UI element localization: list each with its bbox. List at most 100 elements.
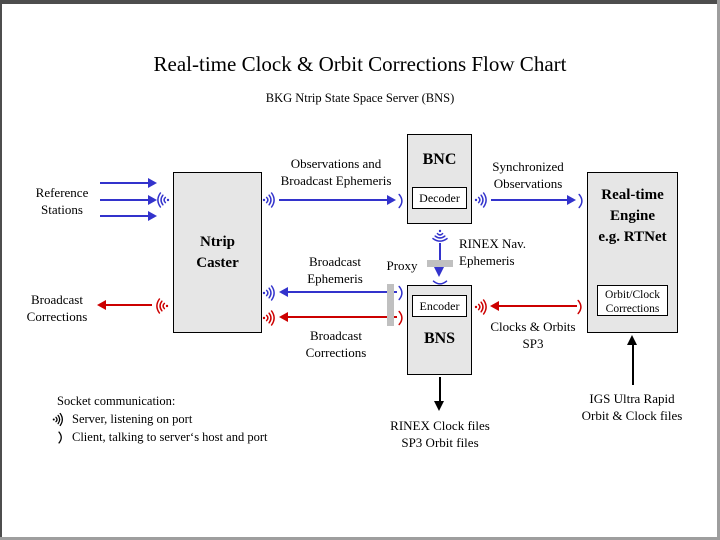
socket-client-icon [398, 285, 403, 301]
node-encoder: Encoder [412, 295, 467, 317]
arrow-line-bcast-out [106, 304, 152, 306]
socket-client-icon [398, 193, 403, 209]
arrowhead-bcast-eph [279, 287, 288, 297]
legend-title: Socket communication: [57, 394, 176, 408]
arrow-line-ref2 [100, 199, 148, 201]
legend-client-text: Client, talking to server‘s host and por… [72, 430, 268, 444]
label-line: Broadcast Ephemeris [280, 173, 392, 188]
label-clocks-orbits-sp3: Clocks & Orbits SP3 [483, 318, 583, 352]
arrowhead-bcast-out [97, 300, 106, 310]
label-line: Reference [35, 185, 89, 200]
label-line: SP3 [522, 336, 544, 351]
label-line: Clocks & Orbits [490, 319, 576, 334]
ntrip-caster-line2: Caster [196, 254, 239, 271]
label-line: SP3 Orbit files [401, 435, 479, 450]
arrow-line-ref1 [100, 182, 148, 184]
arrowhead-bcast-corr [279, 312, 288, 322]
node-orbit-clock-corrections: Orbit/Clock Corrections [597, 285, 668, 316]
label-proxy: Proxy [386, 258, 418, 273]
socket-server-icon [52, 412, 63, 427]
arrow-line-ref3 [100, 215, 148, 217]
legend-server-text: Server, listening on port [72, 412, 193, 426]
engine-line1: Real-time [601, 187, 664, 203]
socket-server-icon [474, 192, 487, 208]
label-broadcast-corrections-mid: Broadcast Corrections [286, 327, 386, 361]
frame-left-border [0, 0, 2, 540]
arrow-line-bcast-eph [288, 291, 397, 293]
frame-top-border [0, 0, 720, 4]
node-realtime-engine: Real-time Engine e.g. RTNet Orbit/Clock … [587, 172, 678, 333]
orbit-clock-line1: Orbit/Clock [605, 289, 660, 301]
ntrip-caster-line1: Ntrip [199, 233, 235, 250]
label-rinex-nav-ephemeris: RINEX Nav. Ephemeris [459, 235, 539, 269]
node-bnc: BNC Decoder [407, 134, 472, 224]
socket-client-icon [578, 193, 583, 209]
arrowhead-ref1 [148, 178, 157, 188]
socket-client-icon [398, 310, 403, 326]
label-line: RINEX Clock files [390, 418, 490, 433]
arrow-line-clocks-orbits [499, 305, 577, 307]
arrowhead-observations [387, 195, 396, 205]
label-rinex-clock-files: RINEX Clock files SP3 Orbit files [375, 417, 505, 451]
label-line: Stations [41, 202, 83, 217]
label-line: Observations [493, 176, 563, 191]
frame-right-border [717, 0, 720, 540]
label-broadcast-corrections-out: Broadcast Corrections [11, 291, 103, 325]
arrowhead-ref2 [148, 195, 157, 205]
arrow-line-sync-obs [491, 199, 567, 201]
node-ntrip-caster: Ntrip Caster [173, 172, 262, 333]
socket-server-icon [262, 310, 275, 326]
orbit-clock-line2: Corrections [605, 303, 660, 315]
proxy-bar-horizontal [427, 260, 453, 267]
bnc-title: BNC [422, 151, 457, 168]
label-synchronized-observations: Synchronized Observations [478, 158, 578, 192]
arrowhead-ref3 [148, 211, 157, 221]
socket-server-icon [262, 192, 275, 208]
label-line: Corrections [26, 309, 88, 324]
arrowhead-bns-files [434, 401, 444, 411]
frame-bottom-border [0, 537, 720, 540]
bns-title: BNS [423, 330, 456, 347]
decoder-label: Decoder [419, 191, 460, 205]
socket-server-icon [157, 192, 170, 208]
socket-server-icon [432, 229, 448, 242]
proxy-bar-vertical [387, 284, 394, 326]
label-observations-broadcast-ephemeris: Observations and Broadcast Ephemeris [270, 155, 402, 189]
label-line: Orbit & Clock files [581, 408, 683, 423]
arrow-line-bcast-corr [288, 316, 397, 318]
label-broadcast-ephemeris: Broadcast Ephemeris [285, 253, 385, 287]
page-title: Real-time Clock & Orbit Corrections Flow… [153, 52, 567, 76]
socket-server-icon [474, 299, 487, 315]
label-line: Ephemeris [459, 253, 515, 268]
arrow-line-igs [632, 344, 634, 385]
arrow-line-rinex-nav [439, 243, 441, 267]
label-line: Broadcast [310, 328, 362, 343]
label-line: Ephemeris [307, 271, 363, 286]
label-igs-ultra-rapid: IGS Ultra Rapid Orbit & Clock files [572, 390, 692, 424]
arrowhead-clocks-orbits [490, 301, 499, 311]
encoder-label: Encoder [419, 299, 460, 313]
socket-server-icon [262, 285, 275, 301]
page-subtitle: BKG Ntrip State Space Server (BNS) [265, 91, 455, 105]
label-line: Synchronized [492, 159, 564, 174]
socket-server-icon [156, 298, 169, 314]
label-line: Broadcast [31, 292, 83, 307]
label-reference-stations: Reference Stations [17, 184, 107, 218]
ntrip-caster-label: Ntrip Caster [196, 232, 238, 274]
realtime-engine-label: Real-time Engine e.g. RTNet [588, 185, 677, 248]
engine-line2: Engine [609, 208, 655, 224]
arrowhead-rinex-nav [434, 267, 444, 277]
node-bns: Encoder BNS [407, 285, 472, 375]
arrow-line-bns-files [439, 377, 441, 402]
label-line: Broadcast [309, 254, 361, 269]
label-line: Observations and [290, 156, 382, 171]
arrow-line-observations [279, 199, 387, 201]
label-line: IGS Ultra Rapid [589, 391, 675, 406]
node-decoder: Decoder [412, 187, 467, 209]
arrowhead-igs [627, 335, 637, 345]
label-line: Corrections [305, 345, 367, 360]
engine-line3: e.g. RTNet [598, 229, 667, 245]
socket-client-icon [577, 299, 582, 315]
label-line: RINEX Nav. [459, 236, 527, 251]
